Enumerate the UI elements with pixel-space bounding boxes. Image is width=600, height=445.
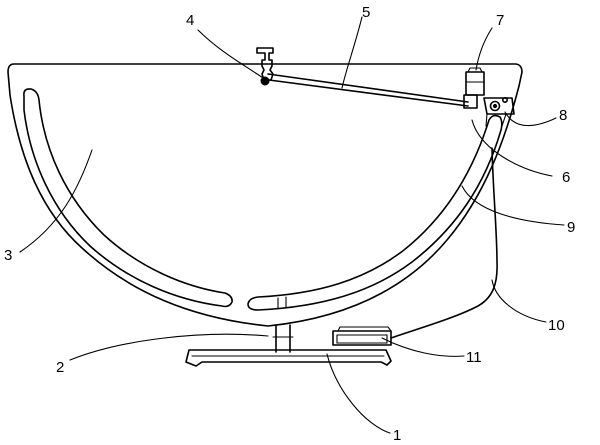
leader-2 — [69, 333, 269, 361]
label-4: 4 — [186, 12, 194, 29]
bracket-bolt — [501, 97, 508, 104]
label-2: 2 — [56, 359, 64, 376]
bracket-arm — [485, 113, 507, 127]
pulley-block — [463, 94, 478, 109]
label-10: 10 — [548, 317, 565, 334]
label-6: 6 — [562, 169, 570, 186]
label-7: 7 — [496, 12, 504, 29]
bracket-pulley-hub — [492, 103, 498, 109]
leader-7 — [475, 27, 493, 71]
label-11: 11 — [466, 349, 482, 366]
tension-line-upper — [267, 73, 469, 103]
leader-8 — [504, 111, 557, 127]
leader-9 — [461, 185, 565, 226]
adjuster-knob — [256, 47, 274, 81]
leader-4 — [197, 29, 264, 79]
tension-line-lower — [268, 79, 469, 107]
right-rail-slot — [247, 114, 503, 311]
base-plate — [185, 349, 392, 367]
leader-5 — [341, 16, 363, 89]
rail-tick-marks — [277, 296, 287, 310]
leader-6 — [471, 119, 553, 177]
bracket — [483, 97, 515, 115]
control-box-top — [337, 326, 392, 332]
left-rail-slot — [23, 88, 233, 308]
label-5: 5 — [362, 4, 370, 21]
label-3: 3 — [4, 247, 12, 264]
control-box-inner — [336, 334, 388, 344]
leader-1 — [326, 353, 391, 434]
leader-11 — [381, 337, 465, 357]
bracket-pulley — [489, 100, 501, 112]
leader-10 — [491, 279, 547, 323]
label-1: 1 — [393, 427, 401, 444]
support-post — [275, 324, 291, 353]
label-8: 8 — [559, 107, 567, 124]
leader-3 — [19, 149, 93, 253]
label-9: 9 — [567, 219, 575, 236]
adjuster-pivot — [260, 76, 270, 86]
motor-body — [465, 71, 485, 96]
control-box — [332, 330, 392, 346]
motor-top — [467, 67, 483, 73]
